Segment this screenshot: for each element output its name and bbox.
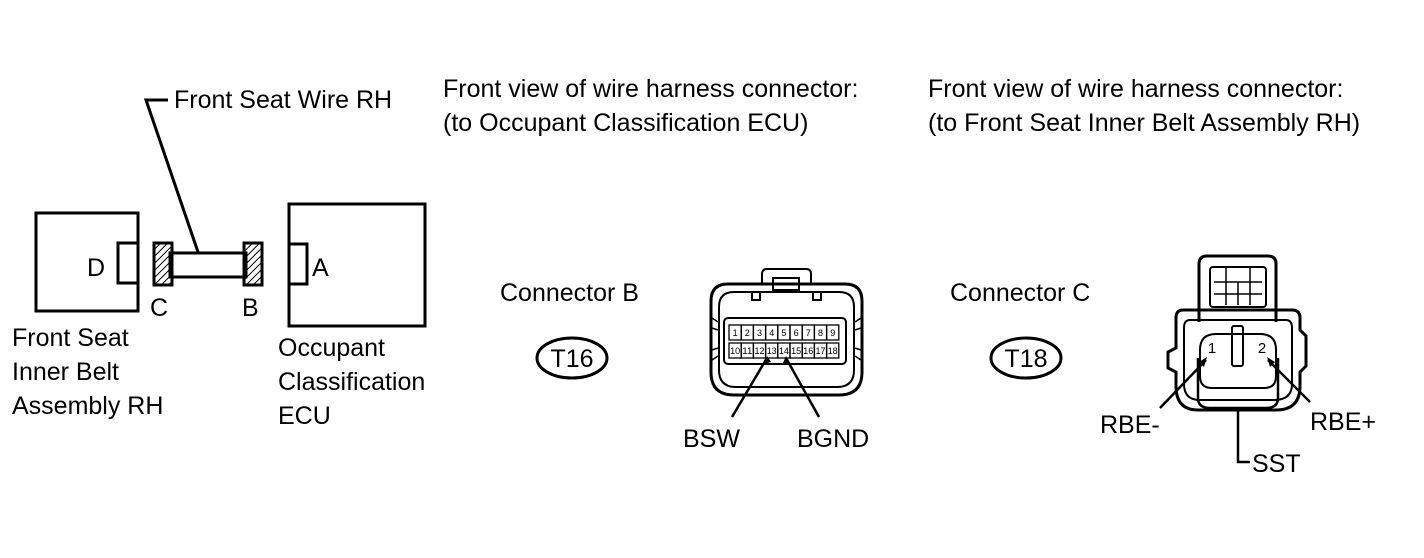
connector-c-housing-inner	[1183, 319, 1293, 401]
rbe-minus-label: RBE-	[1100, 411, 1160, 439]
connector-b-pin-number: 16	[803, 346, 813, 356]
ecu-box-label-2: Classification	[278, 368, 425, 396]
connector-b-heading-1: Front view of wire harness connector:	[443, 75, 858, 103]
connector-c-latch-grid	[1214, 268, 1262, 305]
connector-b-code: T16	[550, 345, 593, 373]
connector-b-pin-number: 12	[755, 346, 765, 356]
belt-socket	[116, 241, 140, 285]
connector-c-name: Connector C	[950, 279, 1090, 307]
connector-c-center-key	[1231, 325, 1244, 367]
connector-b-pin-number: 11	[742, 346, 752, 356]
wire-harness	[168, 251, 248, 279]
ecu-socket	[287, 242, 309, 286]
bsw-leader	[730, 357, 769, 418]
connector-b-pin-cell	[825, 324, 840, 341]
connector-c-latch	[1197, 254, 1278, 322]
connector-b-latch-tab-right	[812, 293, 822, 301]
wire-label: Front Seat Wire RH	[174, 86, 392, 114]
connector-c-latch-window	[1209, 266, 1267, 308]
connector-c-drawing	[1166, 254, 1308, 412]
belt-box-label-2: Inner Belt	[12, 358, 119, 386]
connector-c-heading-1: Front view of wire harness connector:	[928, 75, 1343, 103]
connector-c-cavity	[1199, 333, 1277, 389]
connector-b-drawing	[709, 268, 864, 397]
connector-c-code-oval	[989, 336, 1063, 380]
connector-b-side-ticks	[711, 317, 862, 361]
connector-b-pin-number: 13	[767, 346, 777, 356]
connector-b-pin-number: 17	[816, 346, 826, 356]
wire-label-leader	[143, 98, 200, 253]
rbe-plus-label: RBE+	[1310, 408, 1376, 436]
belt-box-label-1: Front Seat	[12, 324, 129, 352]
connector-b-pin-number: 1	[733, 328, 738, 338]
connector-b-pin-cell	[825, 342, 840, 359]
sst-leader	[1236, 408, 1250, 464]
connector-b-pin-number: 14	[779, 346, 789, 356]
plug-b-label: B	[242, 294, 259, 322]
rbe-minus-arrow	[1199, 357, 1207, 367]
connector-b-pin-number: 15	[791, 346, 801, 356]
bgnd-label: BGND	[797, 425, 869, 453]
bsw-label: BSW	[683, 425, 740, 453]
plug-b	[242, 241, 264, 287]
plug-c-label: C	[150, 294, 168, 322]
rbe-plus-arrow	[1267, 357, 1275, 367]
connector-b-latch-window	[772, 277, 800, 291]
connector-b-pin-number: 8	[818, 328, 823, 338]
connector-b-pin-number: 10	[730, 346, 740, 356]
ecu-box-label-3: ECU	[278, 402, 331, 430]
connector-b-pin-number: 2	[745, 328, 750, 338]
connector-b-pin-number: 18	[828, 346, 838, 356]
connector-c-pin-1: 1	[1208, 340, 1216, 357]
connector-b-housing-outer	[709, 282, 864, 397]
connector-b-name: Connector B	[500, 279, 639, 307]
connector-c-code: T18	[1004, 345, 1047, 373]
ecu-box-label-1: Occupant	[278, 334, 385, 362]
connector-b-pin-number: 7	[806, 328, 811, 338]
wiring-section	[34, 98, 427, 328]
connector-b-code-oval	[535, 336, 609, 380]
connector-b-pin-number: 9	[830, 328, 835, 338]
connector-b-heading-2: (to Occupant Classification ECU)	[443, 109, 808, 137]
connector-c-pin-2: 2	[1258, 340, 1266, 357]
connector-b-pin-number: 6	[794, 328, 799, 338]
bgnd-leader-arrow	[783, 356, 790, 364]
connector-c-heading-2: (to Front Seat Inner Belt Assembly RH)	[928, 109, 1360, 137]
connector-c-housing-outer	[1166, 308, 1308, 412]
connector-b-latch-tab-left	[751, 293, 761, 301]
bsw-leader-arrow	[764, 356, 771, 364]
rbe-plus-leader	[1267, 359, 1311, 403]
connector-b-pin-block	[723, 317, 847, 365]
connector-b-latch	[761, 268, 812, 284]
ecu-box-letter: A	[312, 254, 329, 282]
bgnd-leader	[784, 357, 821, 418]
connector-b-pin-number: 5	[781, 328, 786, 338]
connector-b-housing-inner	[718, 291, 855, 388]
belt-box-letter: D	[87, 254, 105, 282]
connector-b-pin-number: 4	[769, 328, 774, 338]
connector-b-pin-number: 3	[757, 328, 762, 338]
rbe-minus-leader	[1159, 359, 1207, 409]
ecu-box	[287, 202, 427, 328]
plug-c	[152, 241, 174, 287]
sst-label: SST	[1252, 450, 1301, 478]
belt-box-label-3: Assembly RH	[12, 392, 163, 420]
